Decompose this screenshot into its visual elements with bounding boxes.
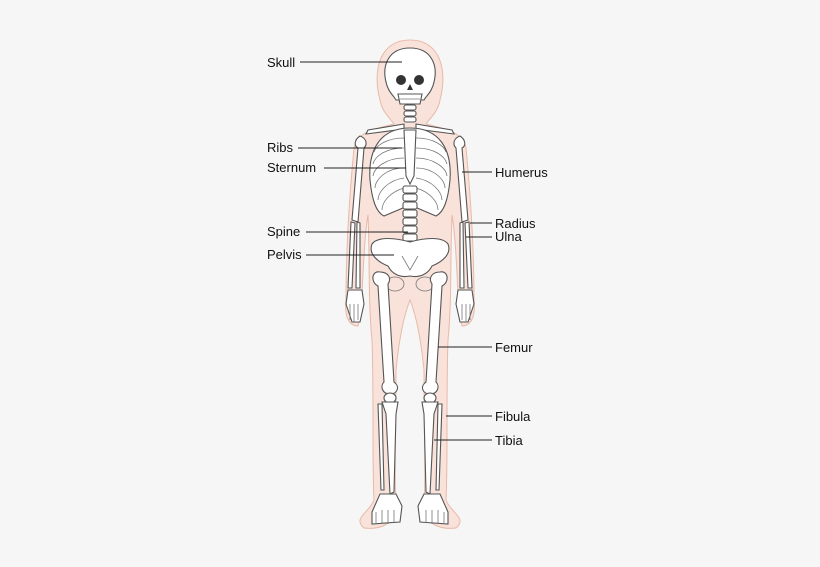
foot-left — [371, 493, 403, 525]
label-ulna: Ulna — [495, 229, 523, 244]
label-skull: Skull — [267, 55, 295, 70]
label-fibula: Fibula — [495, 409, 531, 424]
label-femur: Femur — [495, 340, 533, 355]
fibula-left — [377, 403, 385, 491]
tibia-right — [421, 401, 439, 495]
hand-right — [455, 289, 475, 323]
ulna-right — [459, 221, 465, 289]
label-humerus: Humerus — [495, 165, 548, 180]
hand-left — [345, 289, 365, 323]
label-tibia: Tibia — [495, 433, 523, 448]
label-spine: Spine — [267, 224, 300, 239]
pelvis-bone — [370, 237, 450, 292]
fibula-right — [435, 403, 443, 491]
label-sternum: Sternum — [267, 160, 316, 175]
humerus-right — [453, 135, 469, 223]
clavicle-right — [415, 123, 455, 135]
sternum-bone — [403, 129, 417, 186]
humerus-left — [351, 135, 367, 223]
spine-bone — [402, 185, 418, 242]
clavicle-left — [365, 123, 405, 135]
tibia-left — [381, 401, 399, 495]
foot-right — [417, 493, 449, 525]
label-pelvis: Pelvis — [267, 247, 302, 262]
label-radius: Radius — [495, 216, 536, 231]
skull-bone — [384, 47, 436, 105]
radius-right — [464, 221, 473, 289]
neck-vertebrae — [403, 104, 417, 123]
label-ribs: Ribs — [267, 140, 294, 155]
